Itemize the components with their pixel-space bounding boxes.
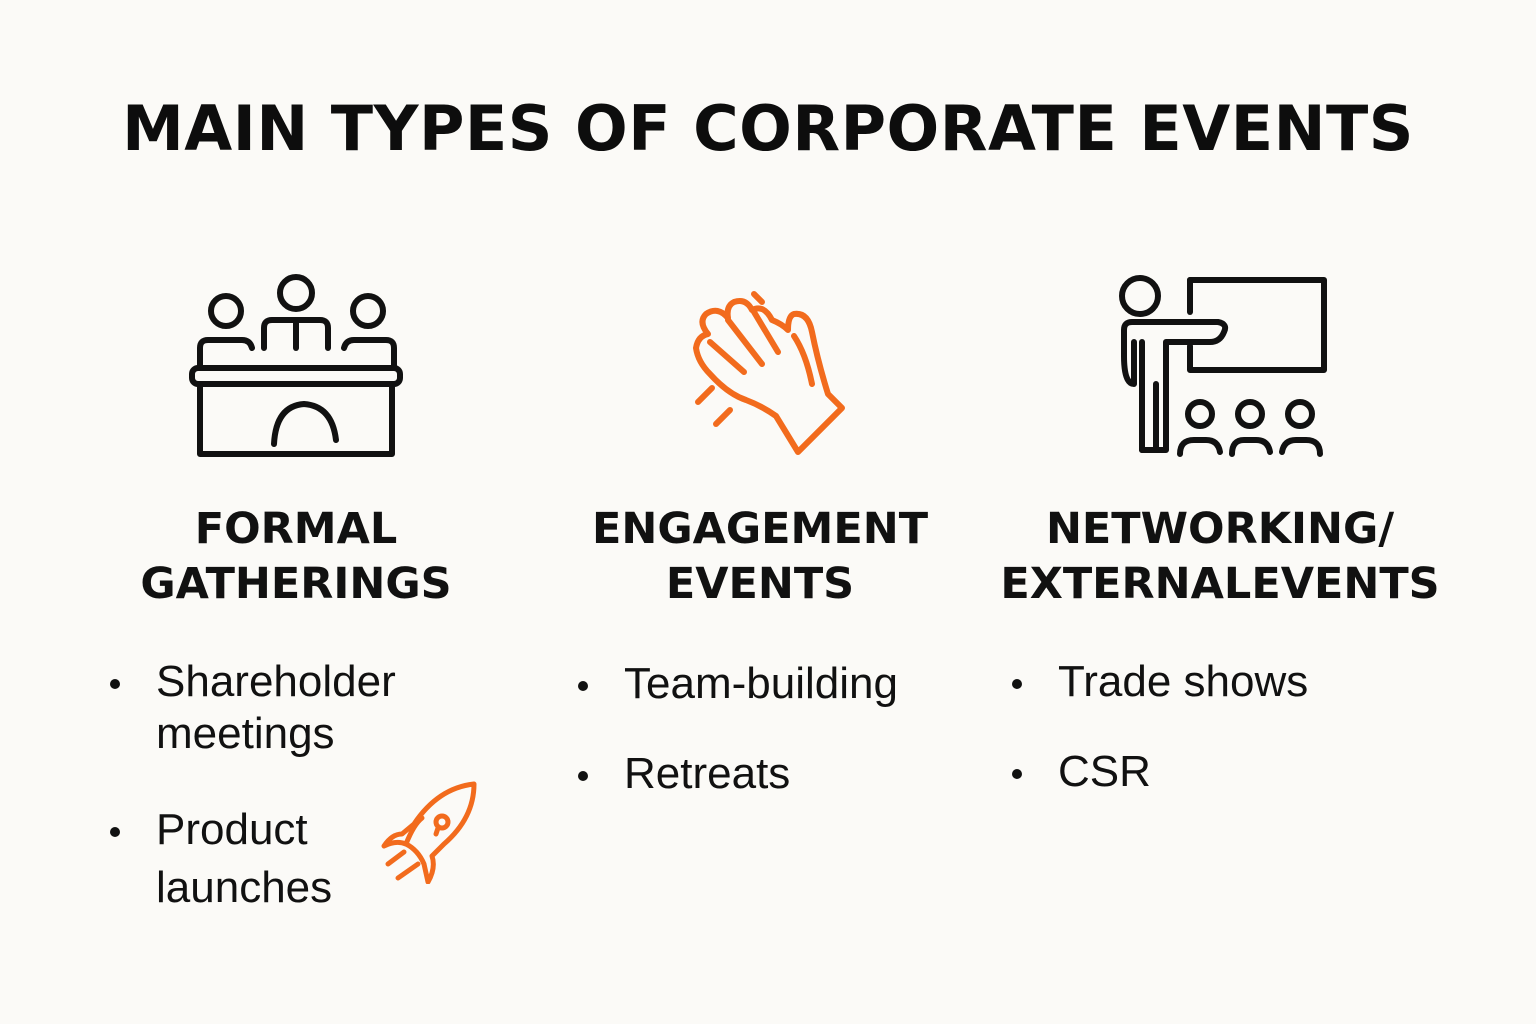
presenter-board-icon bbox=[1100, 272, 1330, 460]
formal-gatherings-list: Shareholder meetings Product launches bbox=[110, 656, 396, 952]
bullet bbox=[578, 771, 588, 781]
heading-line: ENGAGEMENT bbox=[591, 504, 929, 554]
engagement-events-list: Team-building Retreats bbox=[578, 658, 898, 838]
list-item: CSR bbox=[1012, 746, 1308, 798]
bullet bbox=[1012, 679, 1022, 689]
list-item: Product launches bbox=[110, 804, 396, 914]
column-heading-formal-gatherings: FORMAL GATHERINGS bbox=[96, 502, 496, 612]
heading-line: EVENTS bbox=[665, 559, 855, 609]
networking-events-list: Trade shows CSR bbox=[1012, 656, 1308, 836]
list-item: Shareholder meetings bbox=[110, 656, 396, 760]
list-item: Retreats bbox=[578, 748, 898, 800]
page-title: MAIN TYPES OF CORPORATE EVENTS bbox=[122, 92, 1414, 165]
heading-line: EXTERNALEVENTS bbox=[1000, 559, 1440, 609]
panel-desk-icon bbox=[186, 266, 406, 462]
heading-line: FORMAL bbox=[194, 504, 398, 554]
bullet bbox=[110, 679, 120, 689]
heading-line: NETWORKING/ bbox=[1045, 504, 1395, 554]
heading-line: GATHERINGS bbox=[140, 559, 452, 609]
clapping-hands-icon bbox=[688, 284, 848, 458]
list-item: Trade shows bbox=[1012, 656, 1308, 708]
bullet bbox=[1012, 769, 1022, 779]
bullet bbox=[110, 827, 120, 837]
rocket-icon bbox=[378, 778, 482, 884]
column-heading-networking-external: NETWORKING/ EXTERNALEVENTS bbox=[990, 502, 1450, 612]
bullet bbox=[578, 681, 588, 691]
list-item: Team-building bbox=[578, 658, 898, 710]
column-heading-engagement-events: ENGAGEMENT EVENTS bbox=[560, 502, 960, 612]
